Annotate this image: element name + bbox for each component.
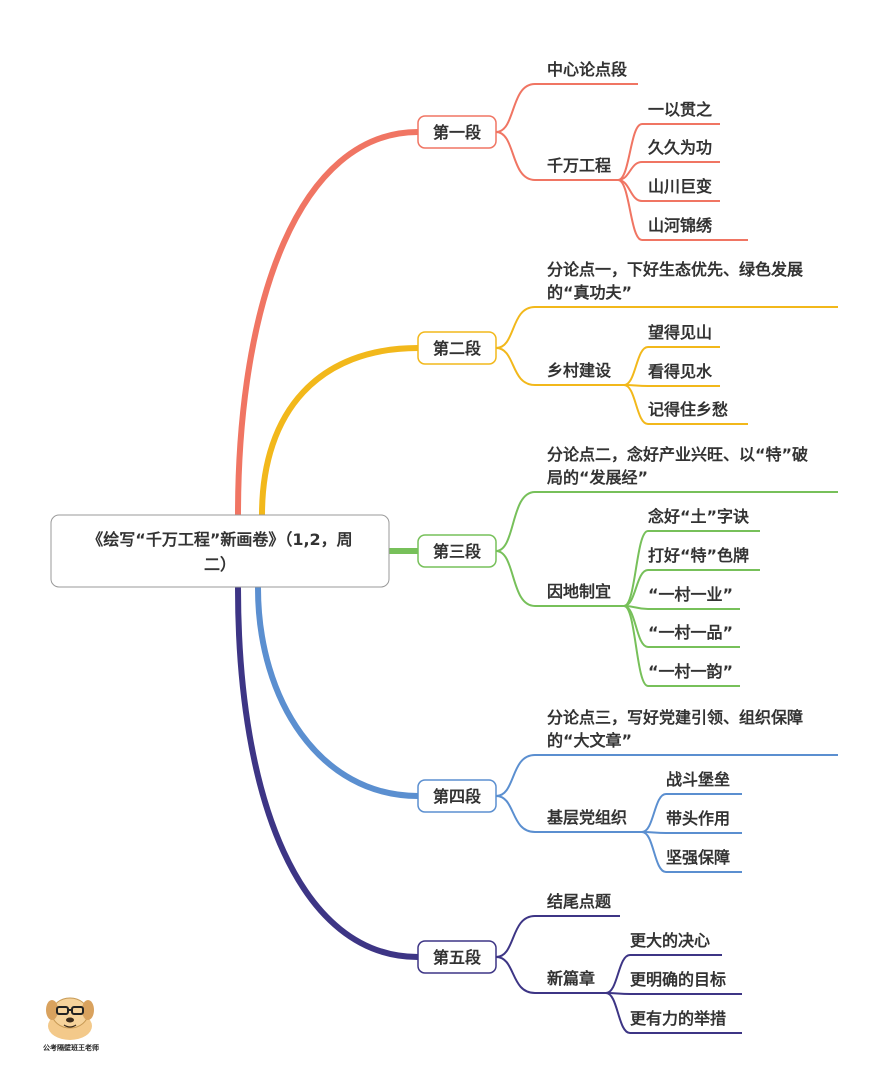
root-label-line2: 二） bbox=[204, 555, 236, 574]
node-conclusion[interactable]: 结尾点题 bbox=[546, 892, 612, 911]
leaf-4-1[interactable]: 战斗堡垒 bbox=[666, 770, 730, 789]
section-node-2[interactable]: 第二段 bbox=[417, 331, 497, 365]
branch-line-2 bbox=[259, 345, 421, 518]
section-node-4[interactable]: 第四段 bbox=[417, 779, 497, 813]
logo: 公考隔壁班王老师 bbox=[43, 997, 99, 1052]
node-sub-argument-3-line2: 的“大文章” bbox=[547, 731, 632, 750]
branch-line-4 bbox=[255, 585, 421, 799]
root-label-line1: 《绘写“千万工程”新画卷》（1,2，周 bbox=[87, 530, 352, 549]
svg-text:第二段: 第二段 bbox=[433, 339, 482, 358]
leaf-5-1[interactable]: 更大的决心 bbox=[630, 931, 710, 950]
leaf-2-3[interactable]: 记得住乡愁 bbox=[648, 400, 728, 419]
section-4: 第四段 分论点三，写好党建引领、组织保障 的“大文章” 基层党组织 战斗堡垒 带… bbox=[417, 708, 838, 873]
node-grassroots-party[interactable]: 基层党组织 bbox=[546, 808, 627, 827]
node-sub-argument-1-line1[interactable]: 分论点一，下好生态优先、绿色发展 bbox=[547, 260, 804, 279]
branch-line-5 bbox=[235, 585, 421, 960]
section-node-1[interactable]: 第一段 bbox=[417, 115, 497, 149]
section-node-3[interactable]: 第三段 bbox=[417, 534, 497, 568]
node-central-argument[interactable]: 中心论点段 bbox=[547, 60, 628, 79]
svg-text:第五段: 第五段 bbox=[433, 948, 482, 967]
svg-text:第四段: 第四段 bbox=[433, 787, 482, 806]
logo-caption: 公考隔壁班王老师 bbox=[43, 1043, 99, 1052]
leaf-3-1[interactable]: 念好“土”字诀 bbox=[647, 507, 750, 526]
section-2: 第二段 分论点一，下好生态优先、绿色发展 的“真功夫” 乡村建设 望得见山 看得… bbox=[417, 260, 838, 425]
leaf-1-2[interactable]: 久久为功 bbox=[648, 138, 712, 157]
section-1: 第一段 中心论点段 千万工程 一以贯之 久久为功 山川巨变 山河锦绣 bbox=[417, 60, 748, 241]
root-node[interactable]: 《绘写“千万工程”新画卷》（1,2，周 二） bbox=[50, 514, 390, 588]
leaf-3-3[interactable]: “一村一业” bbox=[648, 585, 733, 604]
leaf-5-2[interactable]: 更明确的目标 bbox=[630, 970, 726, 989]
svg-text:第三段: 第三段 bbox=[433, 542, 482, 561]
section-5: 第五段 结尾点题 新篇章 更大的决心 更明确的目标 更有力的举措 bbox=[417, 892, 742, 1034]
section-node-5[interactable]: 第五段 bbox=[417, 940, 497, 974]
node-sub-argument-2-line2: 局的“发展经” bbox=[547, 468, 648, 487]
leaf-1-1[interactable]: 一以贯之 bbox=[648, 100, 712, 119]
leaf-3-5[interactable]: “一村一韵” bbox=[648, 662, 733, 681]
dog-mascot-icon bbox=[46, 997, 94, 1040]
leaf-2-1[interactable]: 望得见山 bbox=[648, 323, 712, 342]
node-local-conditions[interactable]: 因地制宜 bbox=[547, 582, 611, 601]
leaf-1-3[interactable]: 山川巨变 bbox=[648, 177, 712, 196]
leaf-1-4[interactable]: 山河锦绣 bbox=[648, 216, 713, 235]
node-new-chapter[interactable]: 新篇章 bbox=[547, 969, 595, 988]
section-3: 第三段 分论点二，念好产业兴旺、以“特”破 局的“发展经” 因地制宜 念好“土”… bbox=[417, 445, 838, 687]
node-sub-argument-3-line1[interactable]: 分论点三，写好党建引领、组织保障 bbox=[547, 708, 803, 727]
leaf-3-4[interactable]: “一村一品” bbox=[648, 623, 733, 642]
node-sub-argument-1-line2: 的“真功夫” bbox=[547, 283, 632, 302]
leaf-2-2[interactable]: 看得见水 bbox=[647, 362, 713, 381]
leaf-4-3[interactable]: 坚强保障 bbox=[666, 848, 730, 867]
leaf-4-2[interactable]: 带头作用 bbox=[666, 809, 730, 828]
leaf-5-3[interactable]: 更有力的举措 bbox=[630, 1009, 726, 1028]
node-rural-construction[interactable]: 乡村建设 bbox=[547, 361, 612, 380]
leaf-3-2[interactable]: 打好“特”色牌 bbox=[648, 546, 749, 565]
svg-text:第一段: 第一段 bbox=[433, 123, 482, 142]
node-sub-argument-2-line1[interactable]: 分论点二，念好产业兴旺、以“特”破 bbox=[547, 445, 808, 464]
branch-line-1 bbox=[235, 129, 421, 518]
node-qianwan-project[interactable]: 千万工程 bbox=[547, 156, 611, 175]
